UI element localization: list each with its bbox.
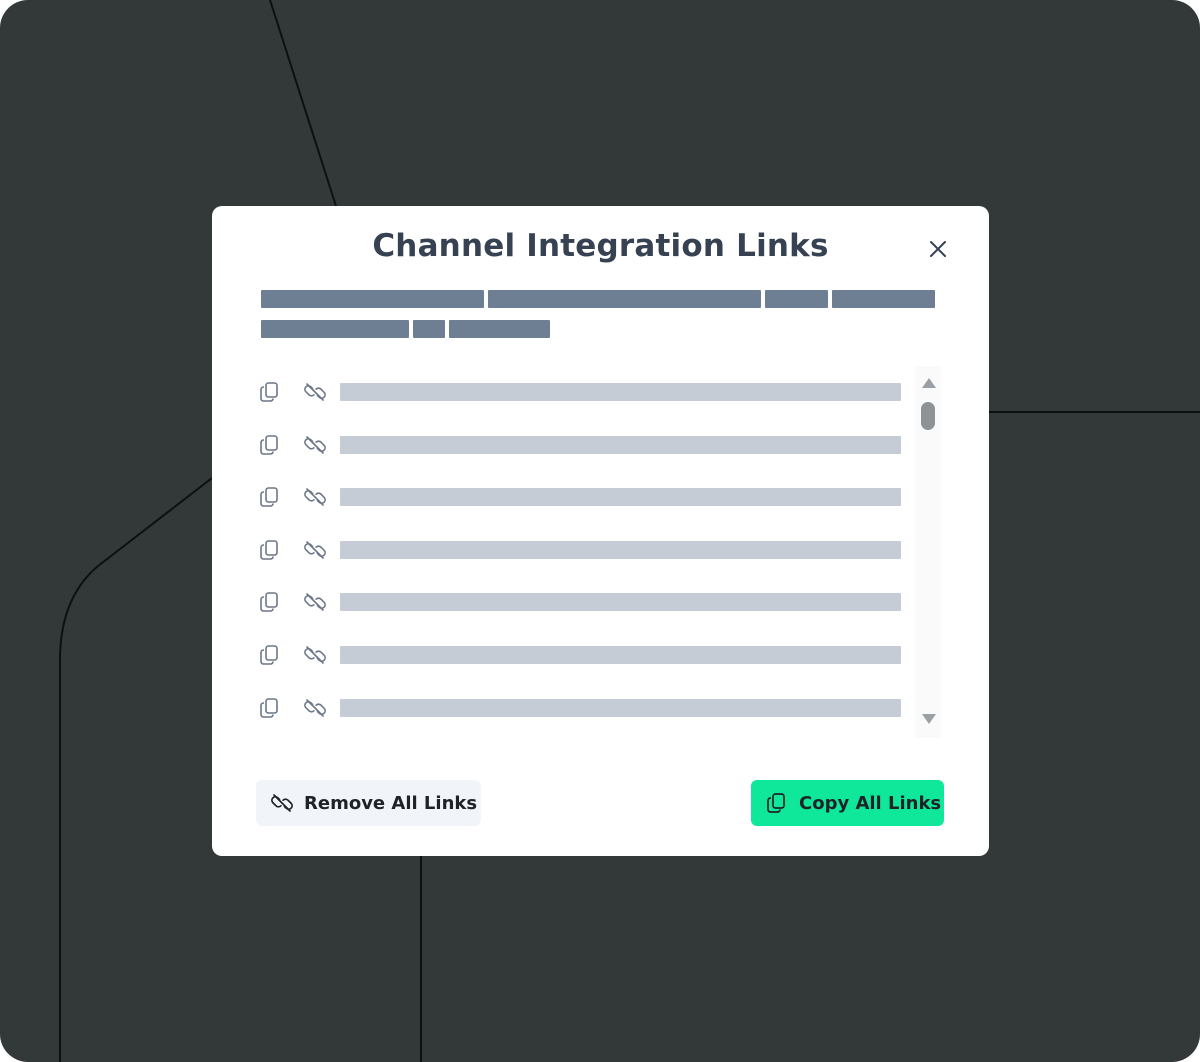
link-row xyxy=(254,377,912,407)
copy-link-button[interactable] xyxy=(258,380,282,404)
close-button[interactable] xyxy=(925,236,951,262)
copy-icon xyxy=(260,645,278,665)
remove-link-button[interactable] xyxy=(302,485,326,509)
copy-link-button[interactable] xyxy=(258,433,282,457)
remove-link-button[interactable] xyxy=(302,380,326,404)
link-row xyxy=(254,430,912,460)
redacted-link-url xyxy=(340,383,901,401)
unlink-icon xyxy=(304,593,326,611)
close-icon xyxy=(930,241,946,257)
unlink-icon xyxy=(304,488,326,506)
link-row xyxy=(254,640,912,670)
dialog-title: Channel Integration Links xyxy=(372,228,829,264)
redacted-text xyxy=(832,290,935,308)
redacted-text xyxy=(261,320,409,338)
remove-link-button[interactable] xyxy=(302,538,326,562)
channel-integration-links-dialog: Channel Integration Links xyxy=(212,206,989,856)
copy-link-button[interactable] xyxy=(258,590,282,614)
remove-all-links-label: Remove All Links xyxy=(304,792,478,814)
dialog-description-redacted xyxy=(261,290,941,350)
scroll-up-arrow-icon[interactable] xyxy=(922,378,936,388)
link-row xyxy=(254,693,912,723)
remove-all-links-button[interactable]: Remove All Links xyxy=(256,780,481,826)
redacted-link-url xyxy=(340,699,901,717)
links-scrollbar[interactable] xyxy=(915,366,941,738)
redacted-link-url xyxy=(340,436,901,454)
copy-link-button[interactable] xyxy=(258,538,282,562)
remove-link-button[interactable] xyxy=(302,696,326,720)
copy-icon xyxy=(260,487,278,507)
unlink-icon xyxy=(271,794,293,812)
copy-icon xyxy=(260,540,278,560)
redacted-link-url xyxy=(340,593,901,611)
unlink-icon xyxy=(304,699,326,717)
redacted-link-url xyxy=(340,646,901,664)
remove-link-button[interactable] xyxy=(302,643,326,667)
copy-icon xyxy=(767,793,785,813)
scroll-down-arrow-icon[interactable] xyxy=(922,714,936,724)
remove-link-button[interactable] xyxy=(302,590,326,614)
link-row xyxy=(254,587,912,617)
unlink-icon xyxy=(304,646,326,664)
copy-link-button[interactable] xyxy=(258,696,282,720)
copy-all-links-label: Copy All Links xyxy=(799,792,942,814)
unlink-icon xyxy=(304,436,326,454)
redacted-text xyxy=(449,320,550,338)
redacted-text xyxy=(765,290,828,308)
redacted-link-url xyxy=(340,488,901,506)
redacted-text xyxy=(413,320,445,338)
unlink-icon xyxy=(304,541,326,559)
redacted-text xyxy=(488,290,761,308)
link-row xyxy=(254,482,912,512)
copy-link-button[interactable] xyxy=(258,643,282,667)
copy-icon xyxy=(260,592,278,612)
link-row xyxy=(254,535,912,565)
copy-all-links-button[interactable]: Copy All Links xyxy=(751,780,944,826)
copy-icon xyxy=(260,698,278,718)
scroll-thumb[interactable] xyxy=(921,402,935,430)
links-list-area xyxy=(254,366,954,940)
redacted-text xyxy=(261,290,484,308)
links-list xyxy=(254,366,912,940)
unlink-icon xyxy=(304,383,326,401)
redacted-link-url xyxy=(340,541,901,559)
copy-icon xyxy=(260,382,278,402)
remove-link-button[interactable] xyxy=(302,433,326,457)
copy-link-button[interactable] xyxy=(258,485,282,509)
copy-icon xyxy=(260,435,278,455)
